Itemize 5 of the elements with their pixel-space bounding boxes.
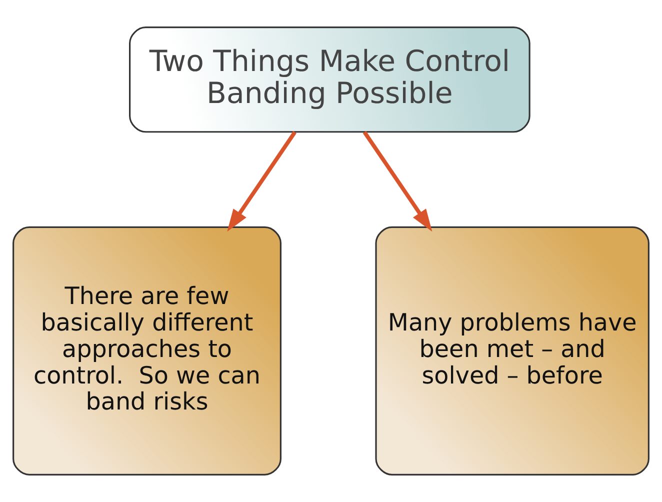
arrow xyxy=(362,130,432,232)
node-box: Many problems have been met – and solved – before xyxy=(375,226,650,476)
node-box: Two Things Make Control Banding Possible xyxy=(129,26,530,133)
node-box: There are few basically different approaches to control. So we can band risks xyxy=(12,226,282,476)
arrow xyxy=(227,130,297,232)
